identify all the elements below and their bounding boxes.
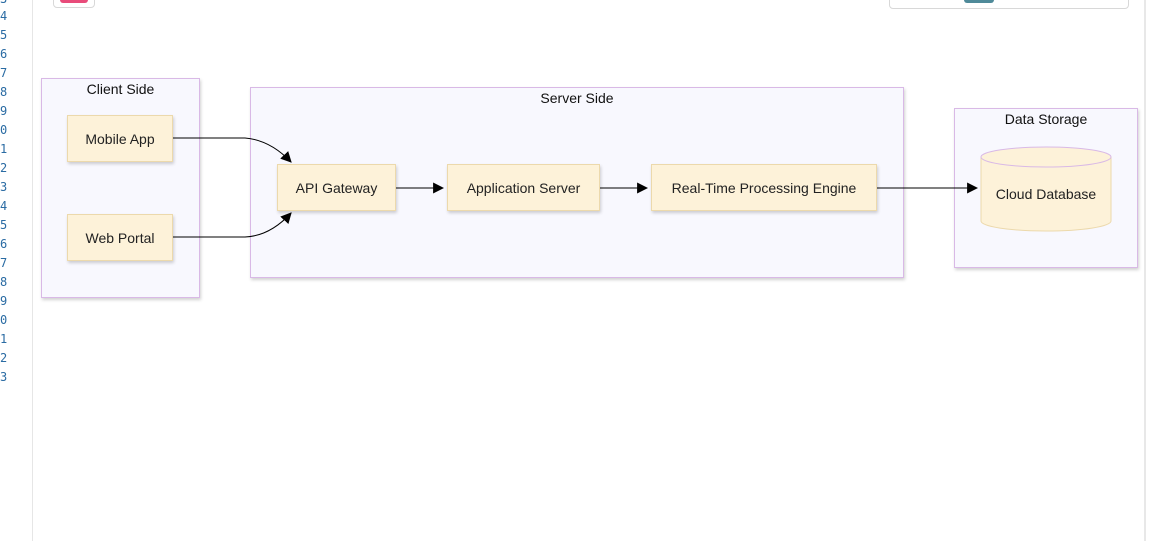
cluster-client-side: Client Side [41, 78, 200, 298]
line-number: 5 [0, 28, 8, 42]
node-real-time-processing-engine[interactable]: Real-Time Processing Engine [651, 164, 877, 211]
line-number: 1 [0, 332, 8, 346]
line-number: 8 [0, 275, 8, 289]
gutter-divider [32, 0, 33, 541]
panel-scroll-edge[interactable] [1144, 0, 1146, 541]
top-right-toolbar[interactable] [889, 0, 1129, 9]
node-web-portal[interactable]: Web Portal [67, 214, 173, 261]
line-number: 0 [0, 123, 8, 137]
line-number: 0 [0, 313, 8, 327]
line-number: 6 [0, 237, 8, 251]
line-number: 1 [0, 142, 8, 156]
line-number: 5 [0, 218, 8, 232]
cluster-title: Data Storage [1004, 111, 1088, 127]
node-label: API Gateway [295, 179, 378, 196]
line-number: 7 [0, 66, 8, 80]
edge-mobile-app-to-api-gateway [173, 137, 292, 163]
line-number: 6 [0, 47, 8, 61]
cluster-title: Server Side [540, 90, 614, 106]
node-label: Web Portal [85, 229, 155, 246]
top-left-toolbar-button[interactable] [53, 0, 95, 8]
node-label: Application Server [466, 179, 581, 196]
line-number: 2 [0, 161, 8, 175]
node-mobile-app[interactable]: Mobile App [67, 115, 173, 162]
line-number: 2 [0, 351, 8, 365]
line-number: 3 [0, 180, 8, 194]
line-number-gutter: 3 4 5 6 7 8 9 0 1 2 3 4 5 6 7 8 9 0 1 2 … [0, 0, 30, 541]
node-cloud-database-label[interactable]: Cloud Database [995, 186, 1097, 202]
cluster-title: Client Side [86, 81, 155, 97]
toolbar-pill-icon [964, 0, 994, 3]
cloud-database-cylinder [980, 146, 1112, 232]
node-label: Real-Time Processing Engine [671, 179, 857, 196]
toolbar-pill-icon [60, 0, 88, 3]
line-number: 8 [0, 85, 8, 99]
line-number: 7 [0, 256, 8, 270]
line-number: 4 [0, 199, 8, 213]
line-number: 3 [0, 370, 8, 384]
line-number: 9 [0, 294, 8, 308]
line-number: 4 [0, 9, 8, 23]
node-label: Mobile App [85, 130, 155, 147]
node-api-gateway[interactable]: API Gateway [277, 164, 396, 211]
line-number: 3 [0, 0, 14, 6]
node-application-server[interactable]: Application Server [447, 164, 600, 211]
edge-web-portal-to-api-gateway [173, 212, 292, 238]
line-number: 9 [0, 104, 8, 118]
